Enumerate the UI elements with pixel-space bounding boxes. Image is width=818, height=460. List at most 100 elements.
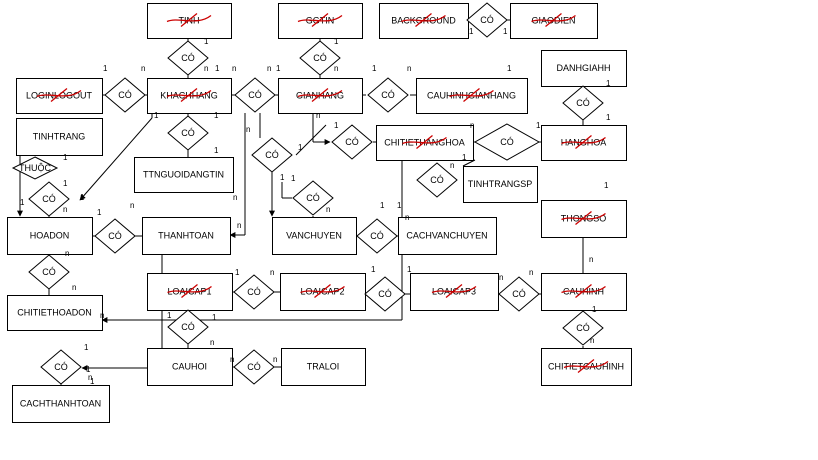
cardinality-label: 1 [204, 37, 209, 46]
relationship-label: CÓ [306, 193, 320, 203]
cardinality-label: 1 [90, 377, 95, 386]
cardinality-label: n [141, 64, 145, 73]
cardinality-label: 1 [371, 265, 376, 274]
cardinality-label: 1 [334, 121, 339, 130]
cardinality-label: n [230, 355, 234, 364]
cardinality-label: n [232, 64, 236, 73]
relationship-label: CÓ [42, 194, 56, 204]
relationship-diamond [167, 115, 209, 151]
entity-thongso: THONGSO [541, 200, 627, 238]
relationship-diamond [167, 40, 209, 76]
cardinality-label: n [63, 205, 67, 214]
relationship-label: CÓ [378, 289, 392, 299]
entity-cauhinh: CAUHINH [541, 273, 627, 311]
cardinality-label: n [270, 268, 274, 277]
cardinality-label: 1 [212, 313, 217, 322]
relationship-diamond [356, 218, 398, 254]
relationship-diamond [331, 124, 373, 160]
relationship-diamond [562, 85, 604, 121]
entity-label: TTNGUOIDANGTIN [143, 170, 224, 180]
entity-loaicap3: LOAICAP3 [410, 273, 499, 311]
relationship-label: CÓ [480, 15, 494, 25]
relationship-gh-chitiet: CÓ [331, 124, 373, 160]
entity-box [463, 166, 538, 203]
cardinality-label: 1 [291, 174, 296, 183]
strike-mark [297, 12, 343, 28]
cardinality-label: 1 [407, 265, 412, 274]
cardinality-label: 1 [604, 181, 609, 190]
entity-background: BACKGROUND [379, 3, 469, 39]
cardinality-label: n [246, 125, 250, 134]
entity-tinhtrangsp: TINHTRANGSP [463, 166, 538, 203]
cardinality-label: 1 [167, 311, 172, 320]
entity-ttnguoidangtin: TTNGUOIDANGTIN [134, 157, 234, 193]
cardinality-label: 1 [63, 153, 68, 162]
entity-loginlogout: LOGINLOGOUT [16, 78, 103, 114]
strike-mark [166, 87, 212, 103]
cardinality-label: n [267, 64, 271, 73]
entity-label: CACHTHANHTOAN [20, 399, 101, 409]
relationship-diamond [292, 180, 334, 216]
entity-giaodien: GIAODIEN [510, 3, 598, 39]
relationship-label: CÓ [42, 267, 56, 277]
cardinality-label: 1 [462, 153, 467, 162]
entity-cachvanchuyen: CACHVANCHUYEN [398, 217, 497, 255]
relationship-hd-tt: CÓ [94, 218, 136, 254]
relationship-vc-cachvc: CÓ [356, 218, 398, 254]
relationship-ch-ctch: CÓ [562, 310, 604, 346]
entity-loaicap1: LOAICAP1 [147, 273, 233, 311]
relationship-lc2-lc3: CÓ [364, 276, 406, 312]
cardinality-label: 1 [298, 143, 303, 152]
cardinality-label: n [65, 249, 69, 258]
cardinality-label: n [72, 283, 76, 292]
relationship-diamond [367, 77, 409, 113]
strike-mark [561, 210, 606, 226]
entity-box [142, 217, 231, 255]
relationship-diamond [466, 2, 508, 38]
strike-mark [402, 134, 447, 150]
entity-vanchuyen: VANCHUYEN [272, 217, 357, 255]
relationship-thuoc: THUỘC [11, 156, 59, 180]
entity-hanghoa: HANGHOA [541, 125, 627, 161]
cardinality-label: n [529, 268, 533, 277]
cardinality-label: 1 [469, 27, 474, 36]
entity-box [272, 217, 357, 255]
cardinality-label: n [407, 64, 411, 73]
cardinality-label: n [130, 201, 134, 210]
entity-tinhtrang: TINHTRANG [16, 118, 103, 156]
relationship-label: CÓ [370, 231, 384, 241]
entity-loaicap2: LOAICAP2 [280, 273, 366, 311]
relationship-label: CÓ [181, 322, 195, 332]
cardinality-label: 1 [503, 27, 508, 36]
strike-mark [36, 87, 82, 103]
relationship-label: CÓ [108, 231, 122, 241]
cardinality-label: 1 [154, 111, 159, 120]
entity-box [398, 217, 497, 255]
strike-mark [561, 134, 606, 150]
relationship-label: CÓ [430, 175, 444, 185]
relationship-lc1-lc2: CÓ [233, 274, 275, 310]
relationship-danhgia-hh: CÓ [562, 85, 604, 121]
relationship-diamond [498, 276, 540, 312]
entity-label: HOADON [30, 231, 70, 241]
entity-chitietcauhinh: CHITIETCAUHINH [541, 348, 632, 386]
cardinality-label: n [590, 336, 594, 345]
entity-box [16, 118, 103, 156]
relationship-label: THUỘC [19, 163, 51, 173]
cardinality-label: 1 [235, 268, 240, 277]
relationship-label: CÓ [118, 90, 132, 100]
relationship-diamond [416, 162, 458, 198]
cardinality-label: n [204, 64, 208, 73]
cardinality-label: n [589, 255, 593, 264]
entity-hoadon: HOADON [7, 217, 93, 255]
cardinality-label: 1 [97, 208, 102, 217]
relationship-diamond [251, 137, 293, 173]
cardinality-label: n [450, 161, 454, 170]
strike-mark [300, 283, 345, 299]
strike-mark [167, 283, 212, 299]
relationship-diamond [233, 349, 275, 385]
cardinality-label: 1 [380, 201, 385, 210]
cardinality-label: 1 [334, 37, 339, 46]
entity-tinh: TINH [147, 3, 232, 39]
cardinality-label: n [233, 193, 237, 202]
